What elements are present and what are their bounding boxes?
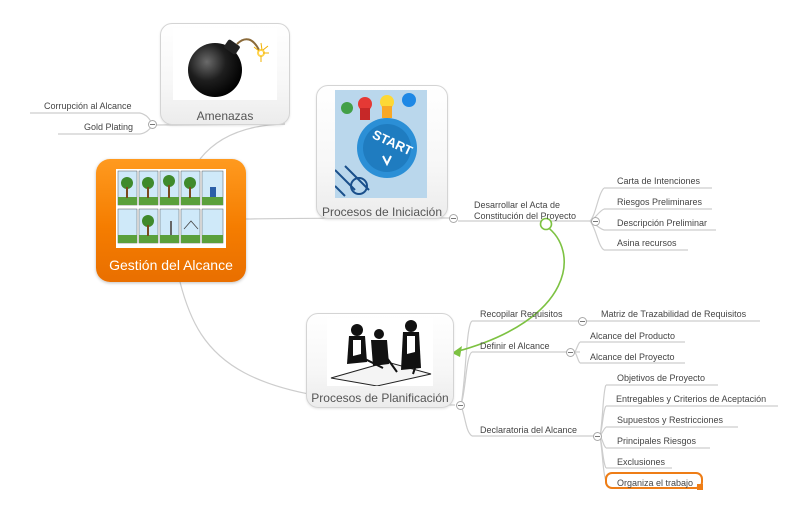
statement-item[interactable]: Principales Riesgos <box>617 436 696 447</box>
planning-collapse-toggle[interactable] <box>456 401 465 410</box>
relationship-arrow <box>455 219 564 353</box>
threats-title: Amenazas <box>161 109 289 123</box>
initiation-child-line2[interactable]: Constitución del Proyecto <box>474 211 576 222</box>
statement-item[interactable]: Supuestos y Restricciones <box>617 415 723 426</box>
threats-card[interactable]: Amenazas <box>160 23 290 125</box>
initiation-title: Procesos de Iniciación <box>317 205 447 219</box>
charter-item[interactable]: Riesgos Preliminares <box>617 197 702 208</box>
charter-item[interactable]: Descripción Preliminar <box>617 218 707 229</box>
define-item[interactable]: Alcance del Proyecto <box>590 352 675 363</box>
planning-card[interactable]: Procesos de Planificación <box>306 313 454 408</box>
define-collapse-toggle[interactable] <box>566 348 575 357</box>
define-scope-label[interactable]: Definir el Alcance <box>480 341 550 352</box>
statement-item[interactable]: Exclusiones <box>617 457 665 468</box>
statement-collapse-toggle[interactable] <box>593 432 602 441</box>
root-title: Gestión del Alcance <box>96 257 246 273</box>
selection-corner-marker <box>697 484 703 490</box>
gather-item[interactable]: Matriz de Trazabilidad de Requisitos <box>601 309 746 320</box>
link-root-threats <box>200 124 285 159</box>
team-planning-image <box>327 318 433 386</box>
gather-collapse-toggle[interactable] <box>578 317 587 326</box>
planning-title: Procesos de Planificación <box>307 391 453 405</box>
scope-statement-label[interactable]: Declaratoria del Alcance <box>480 425 577 436</box>
board-game-image: START <box>335 90 427 198</box>
charter-collapse-toggle[interactable] <box>591 217 600 226</box>
gather-requirements-label[interactable]: Recopilar Requisitos <box>480 309 563 320</box>
threats-collapse-toggle[interactable] <box>148 120 157 129</box>
threat-item[interactable]: Corrupción al Alcance <box>44 101 132 112</box>
initiation-card[interactable]: START Procesos de Iniciación <box>316 85 448 219</box>
charter-item[interactable]: Carta de Intenciones <box>617 176 700 187</box>
define-item[interactable]: Alcance del Producto <box>590 331 675 342</box>
root-node[interactable]: Gestión del Alcance <box>96 159 246 282</box>
statement-item[interactable]: Objetivos de Proyecto <box>617 373 705 384</box>
bomb-icon <box>173 28 277 100</box>
charter-item[interactable]: Asina recursos <box>617 238 677 249</box>
statement-item-selected[interactable]: Organiza el trabajo <box>617 478 693 489</box>
comic-strip-image <box>116 169 226 248</box>
statement-item[interactable]: Entregables y Criterios de Aceptación <box>616 394 766 405</box>
threat-item[interactable]: Gold Plating <box>84 122 133 133</box>
initiation-collapse-toggle[interactable] <box>449 214 458 223</box>
initiation-child-line1[interactable]: Desarrollar el Acta de <box>474 200 560 211</box>
